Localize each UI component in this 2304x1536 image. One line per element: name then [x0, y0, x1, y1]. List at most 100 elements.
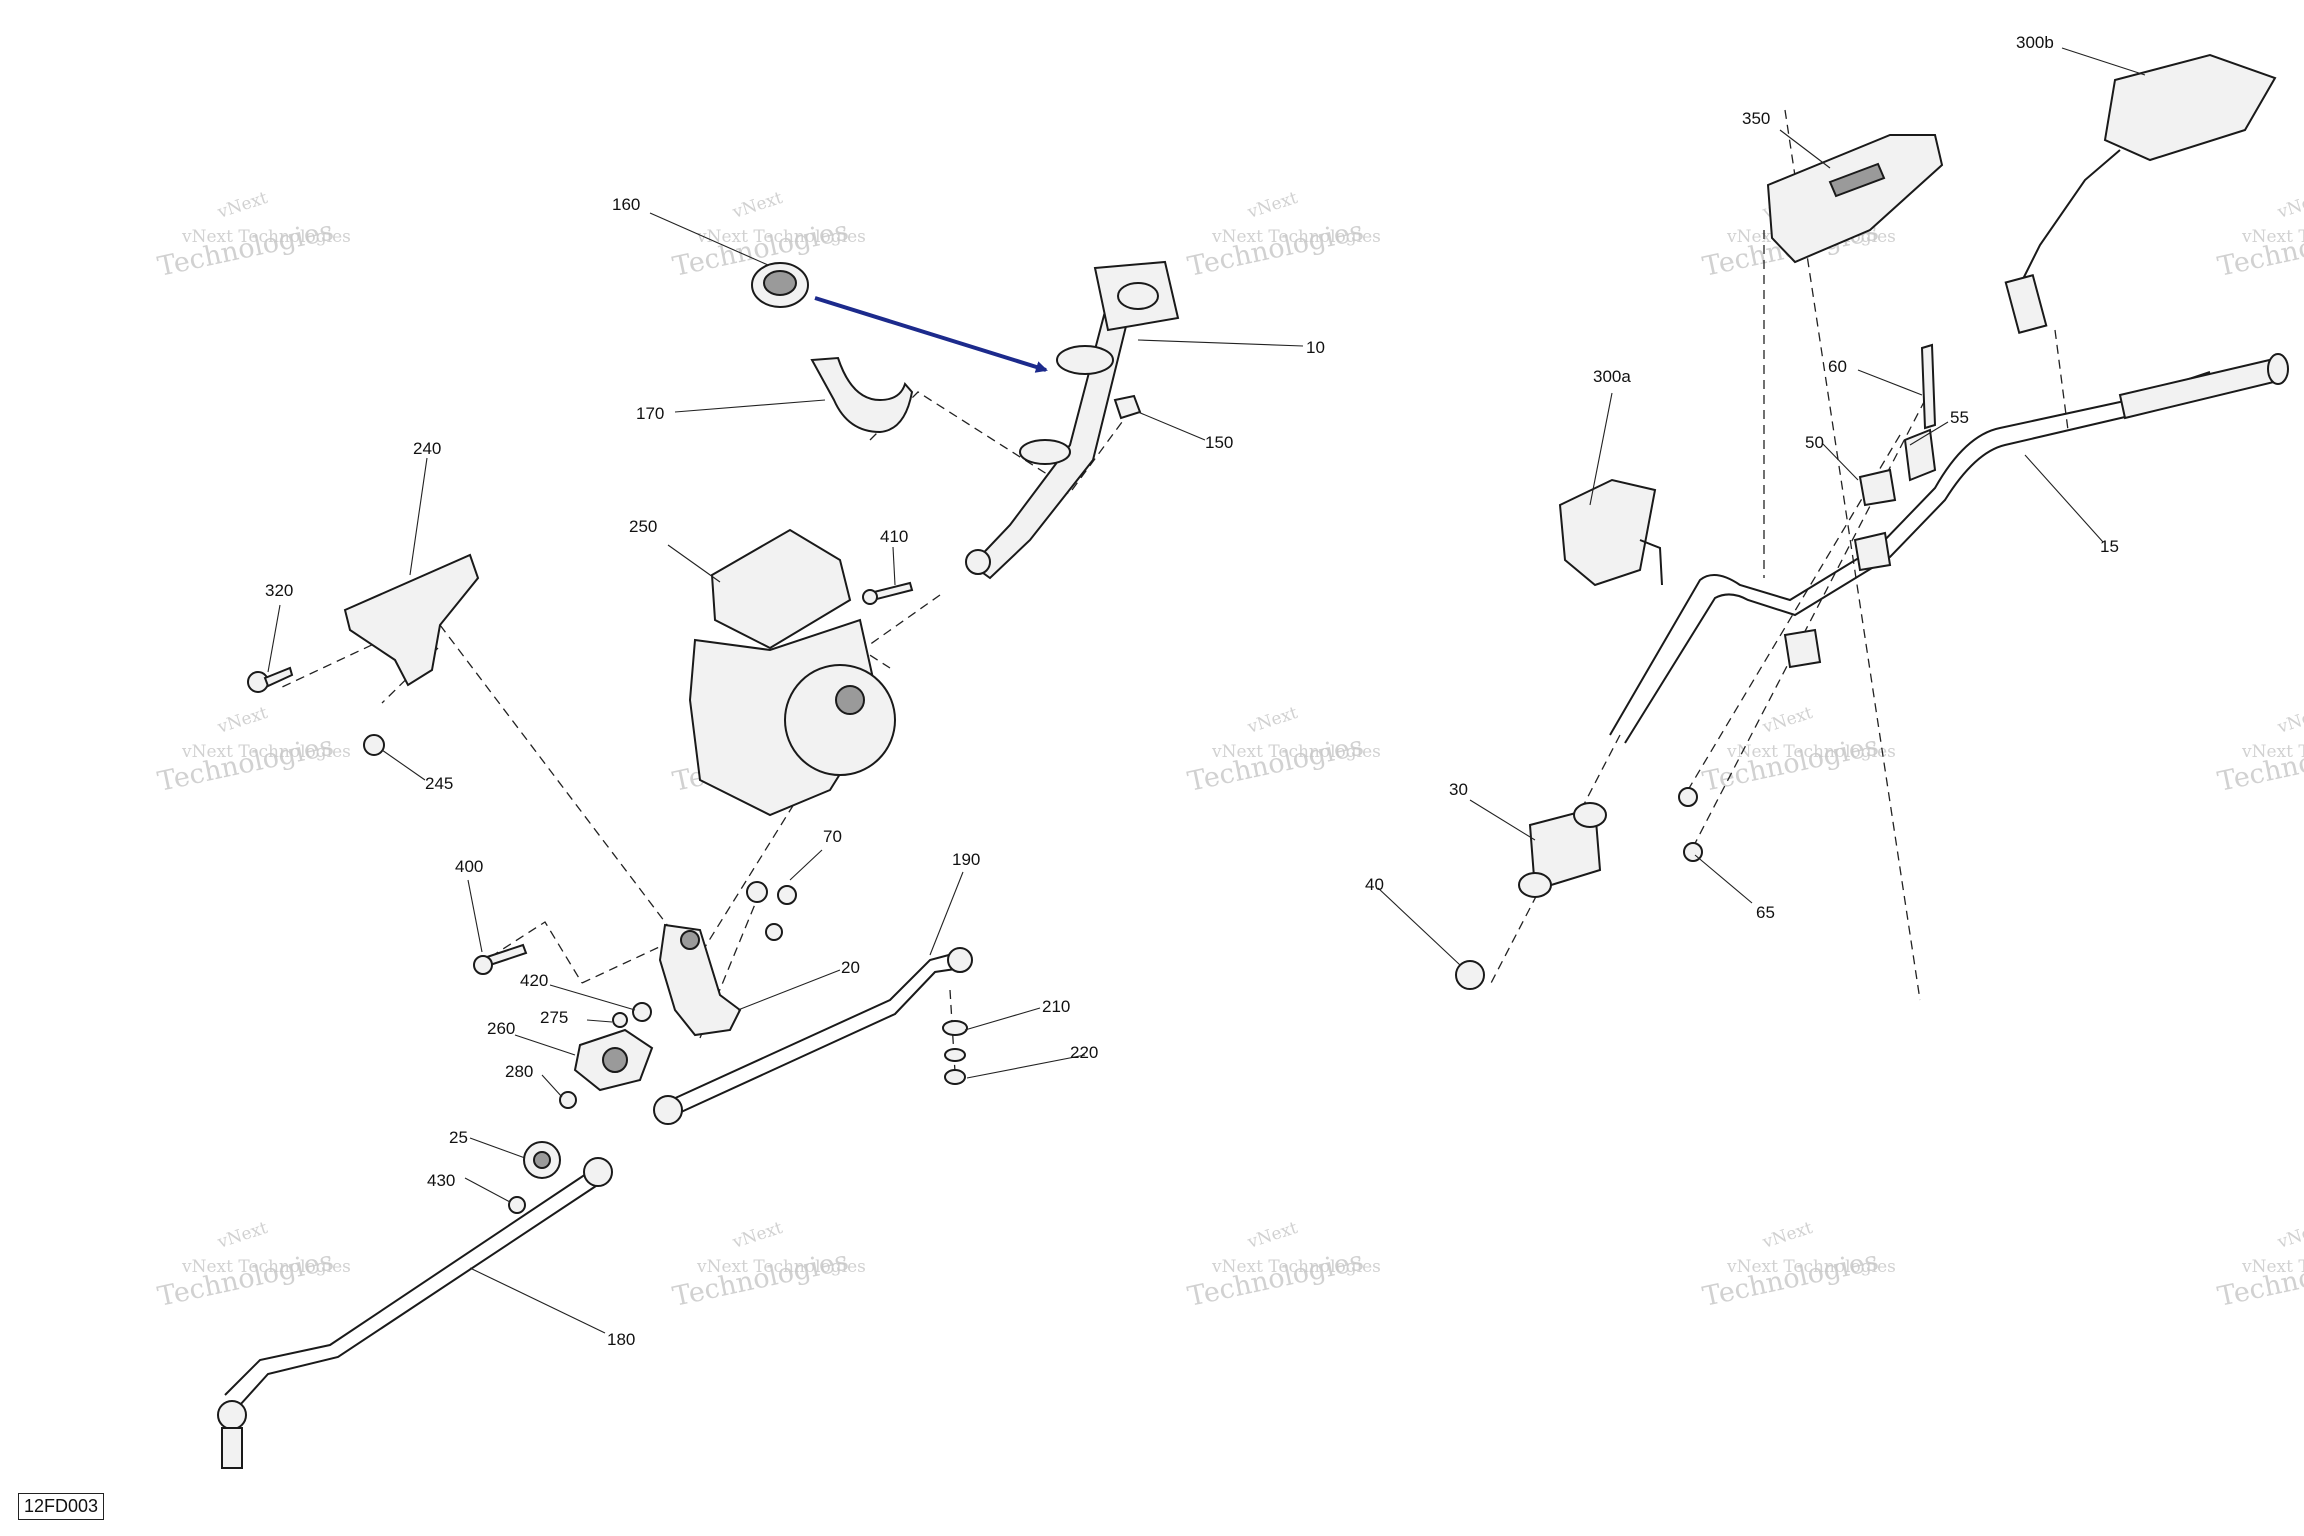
- bracket-240: [343, 553, 480, 687]
- callout-260: 260: [487, 1019, 515, 1038]
- tie-rod-180: [217, 1157, 613, 1469]
- watermark-line3: Technologies: [2215, 1245, 2304, 1312]
- dashed-line-400: [477, 921, 583, 984]
- watermark-line2: vNext Technologies: [181, 742, 351, 762]
- diagram-code: 12FD003: [18, 1493, 105, 1520]
- screw-150: [1113, 394, 1142, 420]
- watermark-line2: vNext Technologies: [2241, 1257, 2304, 1277]
- dashed-line-vertical: [1784, 109, 1921, 1001]
- dashed-line-50: [1684, 434, 1901, 796]
- callout-25: 25: [449, 1128, 468, 1147]
- clamp-55: [1903, 428, 1937, 482]
- watermark: vNext vNext Technologies Technologies: [2215, 188, 2304, 283]
- nut-275: [612, 1012, 628, 1028]
- watermark: vNext vNext Technologies Technologies: [1700, 1218, 1896, 1313]
- watermark-line3: Technologies: [1700, 1245, 1881, 1312]
- watermark: vNext vNext Technologies Technologies: [1185, 1218, 1381, 1313]
- dashed-line-65: [1689, 399, 1926, 854]
- callout-240: 240: [413, 439, 441, 458]
- callout-65: 65: [1756, 903, 1775, 922]
- callout-430: 430: [427, 1171, 455, 1190]
- callout-15: 15: [2100, 537, 2119, 556]
- mirror-300a: [1558, 478, 1663, 587]
- watermark-line1: vNext: [1244, 703, 1300, 738]
- dashed-line-300b: [2054, 329, 2069, 431]
- callout-210: 210: [1042, 997, 1070, 1016]
- callout-150: 150: [1205, 433, 1233, 452]
- handlebar-15: [1609, 353, 2289, 744]
- watermark-line2: vNext Technologies: [2241, 227, 2304, 247]
- watermark-line2: vNext Technologies: [181, 1257, 351, 1277]
- callout-40: 40: [1365, 875, 1384, 894]
- callout-60: 60: [1828, 357, 1847, 376]
- power-steering-unit-250: [688, 528, 896, 817]
- watermark-line1: vNext: [2274, 1218, 2304, 1253]
- clamp-50: [1783, 468, 1897, 669]
- screw-410: [862, 581, 914, 605]
- callout-20: 20: [841, 958, 860, 977]
- callout-180: 180: [607, 1330, 635, 1349]
- callout-320: 320: [265, 581, 293, 600]
- watermark: vNext vNext Technologies Technologies: [155, 703, 351, 798]
- leader-lines: [267, 47, 2146, 1334]
- callout-220: 220: [1070, 1043, 1098, 1062]
- mirror-300b: [2004, 53, 2277, 334]
- callout-10: 10: [1306, 338, 1325, 357]
- watermark-line1: vNext: [214, 703, 270, 738]
- callout-300b: 300b: [2016, 33, 2054, 52]
- watermark-line3: Technologies: [1185, 215, 1366, 282]
- watermark-line1: vNext: [1244, 1218, 1300, 1253]
- handguard-350: [1766, 134, 1944, 264]
- callout-55: 55: [1950, 408, 1969, 427]
- callout-190: 190: [952, 850, 980, 869]
- washer-210: [942, 1020, 968, 1062]
- nut-70: [746, 881, 797, 941]
- watermark: vNext vNext Technologies Technologies: [1700, 703, 1896, 798]
- watermark-line3: Technologies: [2215, 215, 2304, 282]
- callout-410: 410: [880, 527, 908, 546]
- callout-160: 160: [612, 195, 640, 214]
- callout-245: 245: [425, 774, 453, 793]
- watermark-line3: Technologies: [155, 1245, 336, 1312]
- callout-50: 50: [1805, 433, 1824, 452]
- dashed-line-410: [860, 594, 941, 669]
- callout-280: 280: [505, 1062, 533, 1081]
- clamp-170: [810, 356, 914, 434]
- arrow-160-to-10: [814, 296, 1048, 373]
- watermark-line3: Technologies: [1700, 730, 1881, 797]
- callout-300a: 300a: [1593, 367, 1631, 386]
- pitman-arm-20: [658, 923, 742, 1037]
- end-plug-40: [1455, 960, 1485, 990]
- callout-30: 30: [1449, 780, 1468, 799]
- bolt-60: [1920, 343, 1937, 430]
- watermark: vNext vNext Technologies Technologies: [2215, 703, 2304, 798]
- watermark-line1: vNext: [2274, 188, 2304, 223]
- watermark-line3: Technologies: [155, 730, 336, 797]
- callout-250: 250: [629, 517, 657, 536]
- bolt-400: [473, 943, 528, 975]
- watermark-line2: vNext Technologies: [1726, 1257, 1896, 1277]
- watermark-line3: Technologies: [1185, 730, 1366, 797]
- watermark-line2: vNext Technologies: [696, 1257, 866, 1277]
- callout-400: 400: [455, 857, 483, 876]
- watermark-line3: Technologies: [2215, 730, 2304, 797]
- watermark-line1: vNext: [729, 1218, 785, 1253]
- callout-70: 70: [823, 827, 842, 846]
- watermark: vNext vNext Technologies Technologies: [2215, 1218, 2304, 1313]
- watermark-line1: vNext: [1759, 703, 1815, 738]
- dashed-line-245: [381, 647, 439, 704]
- nut-245: [363, 734, 385, 756]
- watermark-line2: vNext Technologies: [181, 227, 351, 247]
- watermark-line2: vNext Technologies: [2241, 742, 2304, 762]
- watermark-line2: vNext Technologies: [1726, 742, 1896, 762]
- watermark: vNext vNext Technologies Technologies: [1185, 188, 1381, 283]
- watermark-layer: vNext vNext Technologies Technologies vN…: [155, 188, 2304, 1313]
- watermark-line1: vNext: [214, 188, 270, 223]
- bolt-320: [247, 666, 294, 693]
- watermark-line3: Technologies: [155, 215, 336, 282]
- screw-280: [559, 1091, 577, 1109]
- grip-30: [1518, 802, 1607, 898]
- nut-65: [1678, 787, 1703, 862]
- watermark-line3: Technologies: [1185, 1245, 1366, 1312]
